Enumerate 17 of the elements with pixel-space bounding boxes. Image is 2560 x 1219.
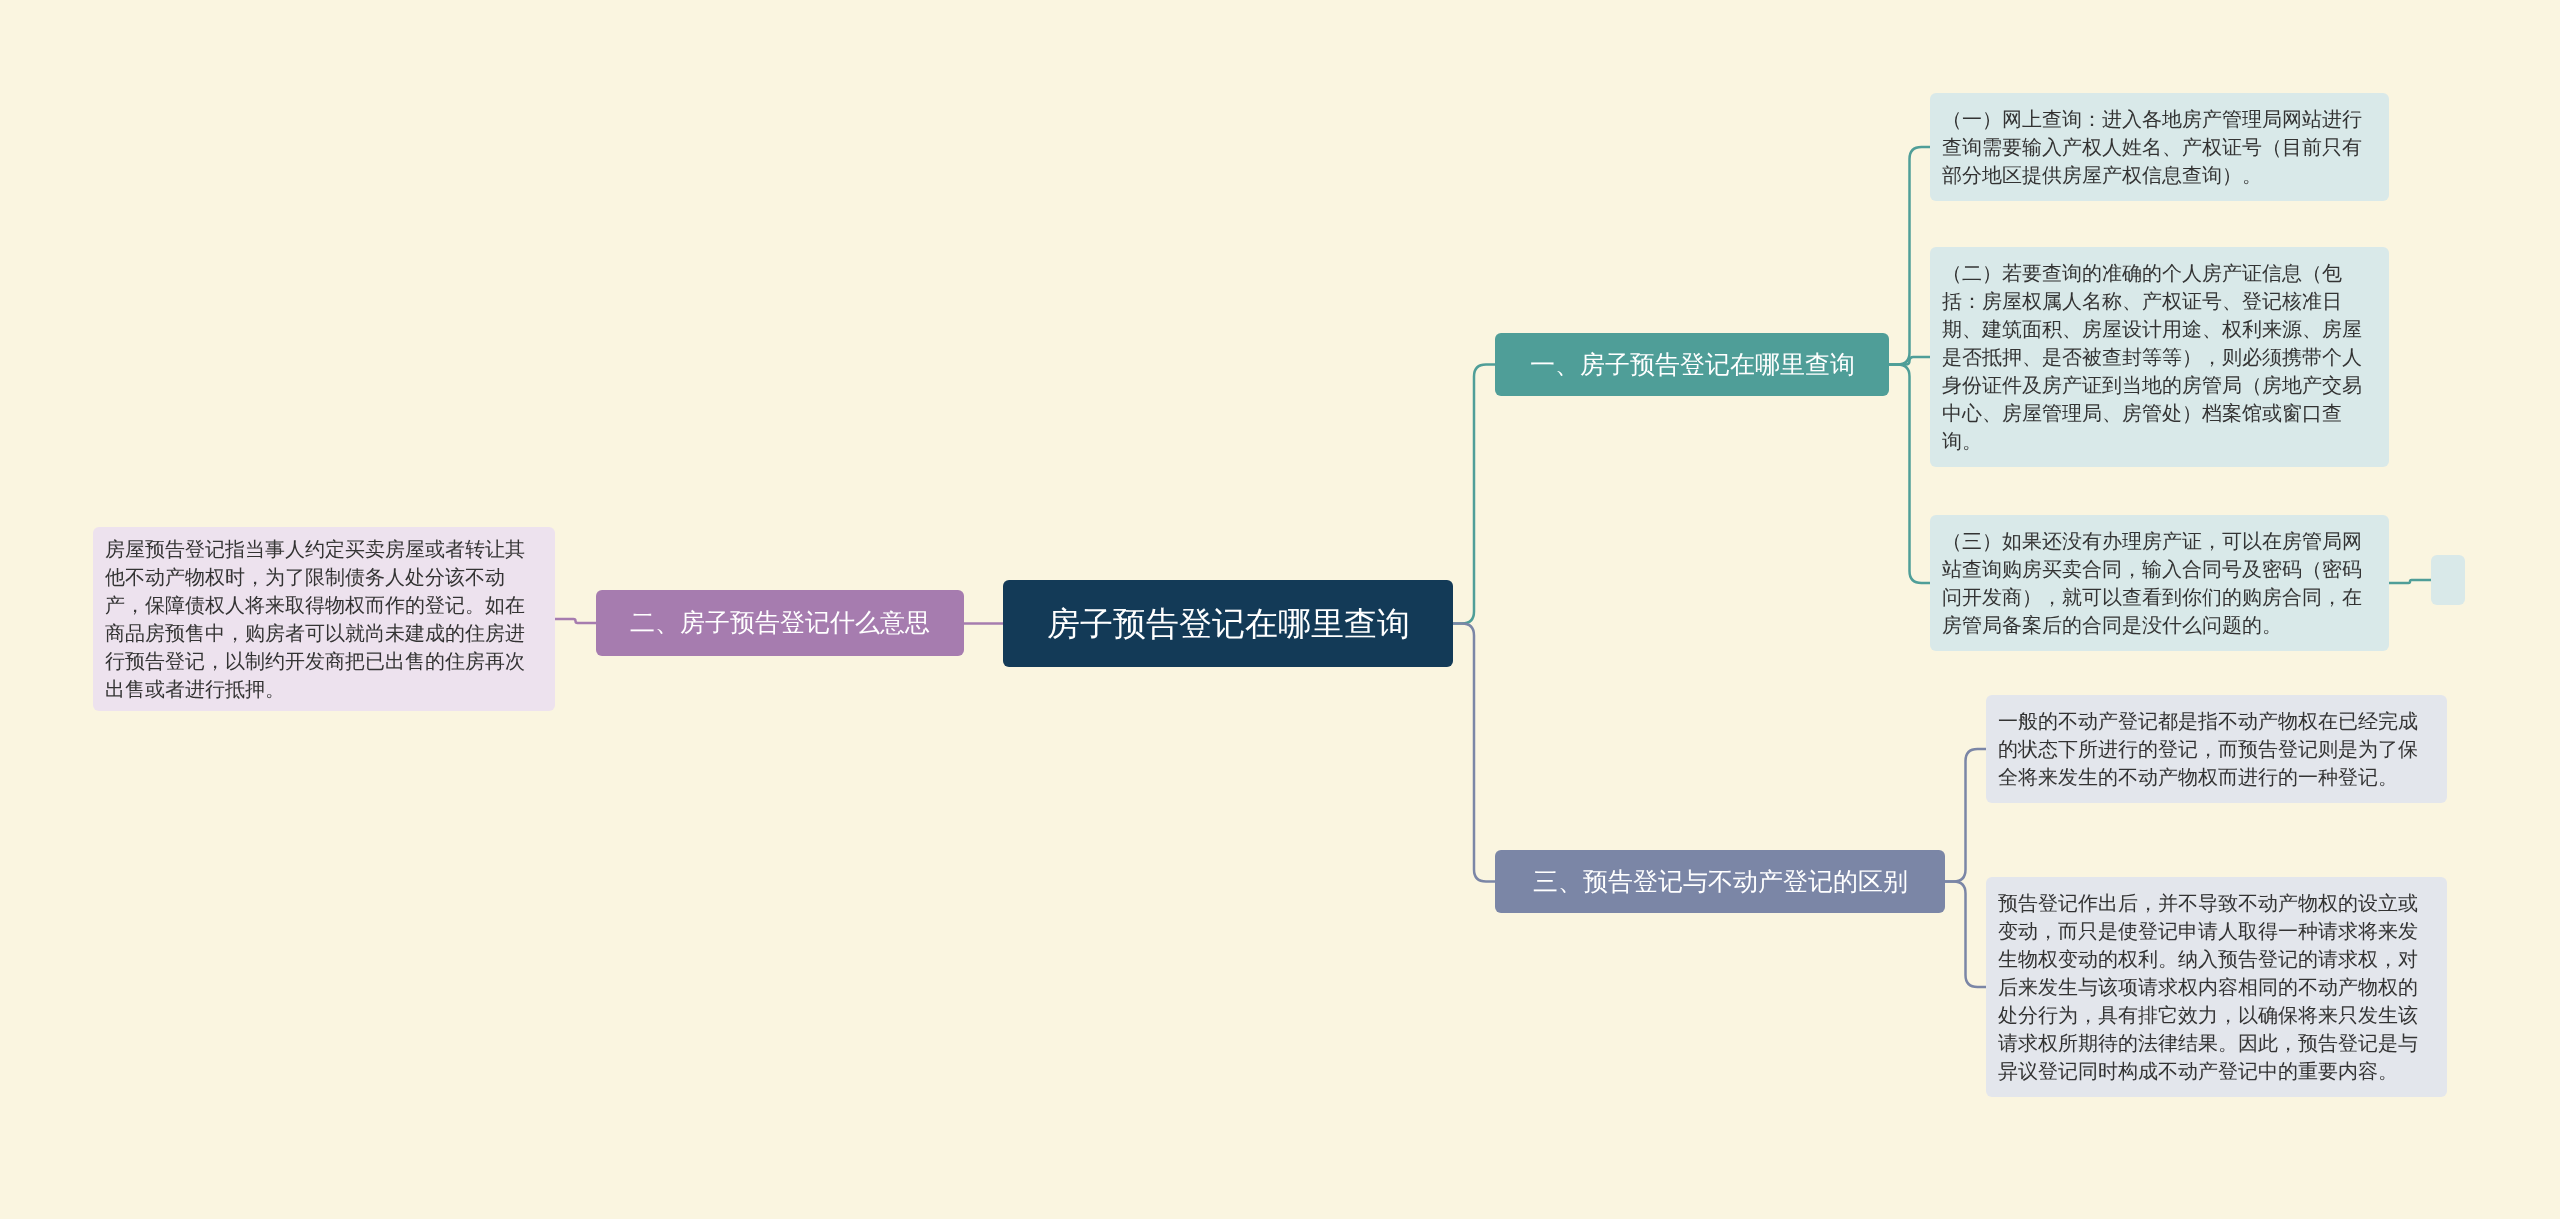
note-card: 一般的不动产登记都是指不动产物权在已经完成的状态下所进行的登记，而预告登记则是为了保全将来发生的不动产物权而进行的一种登记。 <box>1986 695 2447 803</box>
branch-topic: 二、房子预告登记什么意思 <box>596 590 964 656</box>
note-card: （一）网上查询：进入各地房产管理局网站进行查询需要输入产权人姓名、产权证号（目前只有部分地区提供房屋产权信息查询）。 <box>1930 93 2389 201</box>
connector-line <box>555 617 596 625</box>
note-card: 房屋预告登记指当事人约定买卖房屋或者转让其他不动产物权时，为了限制债务人处分该不动产，保障债权人将来取得物权而作的登记。如在商品房预售中，购房者可以就尚未建成的住房进行预告登记，以制约开发商把已出售的住房再次出售或者进行抵押。 <box>93 527 555 711</box>
connector-line <box>1945 880 1986 989</box>
branch-topic: 三、预告登记与不动产登记的区别 <box>1495 850 1945 913</box>
note-card: （三）如果还没有办理房产证，可以在房管局网站查询购房买卖合同，输入合同号及密码（密码问开发商），就可以查看到你们的购房合同，在房管局备案后的合同是没什么问题的。 <box>1930 515 2389 651</box>
root-topic: 房子预告登记在哪里查询 <box>1003 580 1453 667</box>
connector-line <box>964 622 1003 625</box>
connector-line <box>1889 363 1930 585</box>
connector-line <box>1453 622 1495 883</box>
note-card: （二）若要查询的准确的个人房产证信息（包括：房屋权属人名称、产权证号、登记核准日期、建筑面积、房屋设计用途、权利来源、房屋是否抵押、是否被查封等等），则必须携带个人身份证件及房产证到当地的房管局（房地产交易中心、房屋管理局、房管处）档案馆或窗口查询。 <box>1930 247 2389 467</box>
empty-card <box>2431 555 2465 605</box>
note-card: 预告登记作出后，并不导致不动产物权的设立或变动，而只是使登记申请人取得一种请求将来发生物权变动的权利。纳入预告登记的请求权，对后来发生与该项请求权内容相同的不动产物权的处分行为，具有排它效力，以确保将来只发生该请求权所期待的法律结果。因此，预告登记是与异议登记同时构成不动产登记中的重要内容。 <box>1986 877 2447 1097</box>
connector-line <box>2389 578 2431 585</box>
branch-topic: 一、房子预告登记在哪里查询 <box>1495 333 1889 396</box>
